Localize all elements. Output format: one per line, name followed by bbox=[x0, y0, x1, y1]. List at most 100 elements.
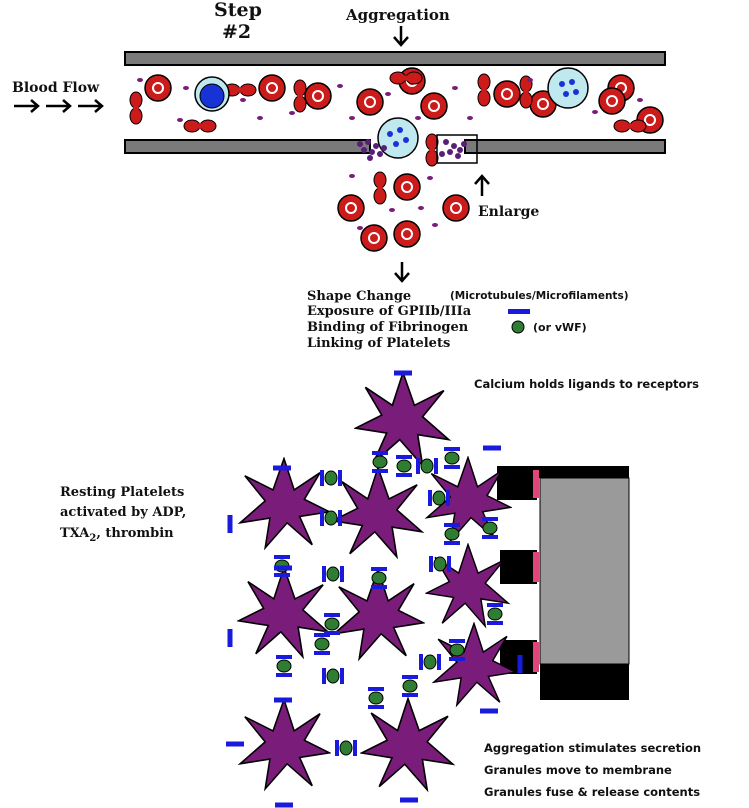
red-blood-cell-icon bbox=[337, 194, 365, 222]
platelet-icon bbox=[239, 457, 331, 549]
platelet-icon bbox=[354, 371, 450, 467]
plug-top-bar bbox=[497, 466, 629, 478]
red-blood-cell-side-icon bbox=[389, 71, 423, 85]
fibrinogen-link bbox=[324, 613, 340, 635]
fibrinogen-link bbox=[419, 654, 441, 670]
red-blood-cell-side-icon bbox=[183, 119, 217, 133]
receptor-icon bbox=[483, 445, 501, 451]
secretion-label-2: Granules move to membrane bbox=[484, 763, 672, 777]
resting-platelets-line2: activated by ADP, bbox=[60, 505, 186, 520]
receptor-icon bbox=[517, 655, 523, 673]
plug-membrane bbox=[533, 642, 539, 672]
step-label-line2: #2 bbox=[222, 21, 251, 43]
blood-vessel bbox=[124, 51, 666, 154]
red-blood-cell-icon bbox=[258, 74, 286, 102]
platelet-icon bbox=[331, 466, 423, 558]
aggregated-platelet-cluster bbox=[357, 139, 387, 161]
fibrinogen-link bbox=[320, 510, 342, 526]
platelet-dot bbox=[432, 223, 438, 227]
fibrinogen-link bbox=[322, 668, 344, 684]
step-linking-platelets: Linking of Platelets bbox=[307, 336, 450, 351]
red-blood-cell-side-icon bbox=[293, 79, 307, 113]
shape-change-note: (Microtubules/Microfilaments) bbox=[450, 290, 629, 302]
red-blood-cell-icon bbox=[393, 220, 421, 248]
secretion-label-1: Aggregation stimulates secretion bbox=[484, 741, 701, 755]
receptor-icon bbox=[227, 629, 233, 647]
step-exposure-gpiib-iiia: Exposure of GPIIb/IIIa bbox=[307, 304, 472, 319]
platelet-icon bbox=[237, 566, 329, 658]
platelet-dot bbox=[527, 78, 533, 82]
arrow-icon bbox=[474, 174, 490, 196]
receptor-icon bbox=[400, 797, 418, 803]
platelet-dot bbox=[240, 98, 246, 102]
fibrinogen-link bbox=[428, 490, 450, 506]
receptor-icon bbox=[227, 515, 233, 533]
fibrinogen-link bbox=[372, 451, 388, 473]
red-blood-cell-side-icon bbox=[477, 73, 491, 107]
fibrinogen-link bbox=[449, 639, 465, 661]
blood-flow-label: Blood Flow bbox=[12, 80, 100, 96]
fibrinogen-link bbox=[276, 655, 292, 677]
red-blood-cell-icon bbox=[360, 224, 388, 252]
vessel-top-wall bbox=[124, 51, 666, 66]
platelet-dot bbox=[349, 116, 355, 120]
resting-platelets-line1: Resting Platelets bbox=[60, 485, 184, 500]
receptor-icon bbox=[274, 565, 292, 571]
platelet-dot bbox=[337, 84, 343, 88]
fibrinogen-link bbox=[487, 603, 503, 625]
platelet-dot bbox=[177, 118, 183, 122]
receptor-icon bbox=[394, 370, 412, 376]
vessel-bottom-wall-right bbox=[464, 139, 666, 154]
red-blood-cell-side-icon bbox=[425, 133, 439, 167]
fibrinogen-link bbox=[396, 455, 412, 477]
platelet-dot bbox=[418, 206, 424, 210]
resting-platelet-dots bbox=[137, 78, 643, 230]
arrow-icon bbox=[393, 26, 409, 47]
fibrinogen-link bbox=[444, 523, 460, 545]
fibrinogen-link bbox=[368, 687, 384, 709]
plug-connector bbox=[497, 478, 537, 500]
platelet-dot bbox=[427, 176, 433, 180]
plug-membrane bbox=[533, 470, 539, 498]
red-blood-cell-icon bbox=[420, 92, 448, 120]
red-blood-cell-icon bbox=[304, 82, 332, 110]
fibrinogen-link bbox=[402, 675, 418, 697]
red-blood-cell-icon bbox=[598, 87, 626, 115]
red-blood-cell-icon bbox=[442, 194, 470, 222]
plug-gray-core bbox=[539, 477, 630, 665]
red-blood-cells-side-view bbox=[129, 71, 647, 205]
fibrinogen-legend-icon bbox=[511, 320, 525, 334]
free-gpiib-iiia-receptors bbox=[226, 370, 523, 808]
platelet-dot bbox=[183, 86, 189, 90]
fibrinogen-link bbox=[371, 567, 387, 589]
red-blood-cell-icon bbox=[144, 74, 172, 102]
platelet-icon bbox=[239, 698, 331, 790]
calcium-label: Calcium holds ligands to receptors bbox=[474, 377, 699, 391]
red-blood-cell-icon bbox=[356, 88, 384, 116]
platelet-plug bbox=[497, 466, 630, 700]
platelet-dot bbox=[467, 116, 473, 120]
fibrinogen-link bbox=[314, 633, 330, 655]
receptor-icon bbox=[275, 802, 293, 808]
aggregated-platelet-cluster bbox=[439, 139, 467, 159]
fibrinogen-link bbox=[320, 470, 342, 486]
white-blood-cell-icon bbox=[194, 76, 230, 112]
red-blood-cell-icon bbox=[393, 173, 421, 201]
vessel-bottom-wall-left bbox=[124, 139, 371, 154]
arrow-icon bbox=[394, 262, 410, 283]
platelet-icon bbox=[360, 697, 454, 791]
fibrinogen-note: (or vWF) bbox=[533, 321, 587, 334]
platelet-dot bbox=[385, 92, 391, 96]
platelet-dot bbox=[389, 208, 395, 212]
plug-membrane bbox=[533, 552, 539, 582]
platelet-dot bbox=[452, 86, 458, 90]
enlarge-label: Enlarge bbox=[478, 204, 539, 220]
fibrinogen-link bbox=[416, 458, 438, 474]
fibrinogen-links bbox=[274, 447, 503, 756]
platelet-dot bbox=[137, 78, 143, 82]
receptor-icon bbox=[480, 708, 498, 714]
plug-connector bbox=[500, 550, 537, 584]
fibrinogen-link bbox=[322, 566, 344, 582]
aggregation-label: Aggregation bbox=[345, 6, 450, 24]
